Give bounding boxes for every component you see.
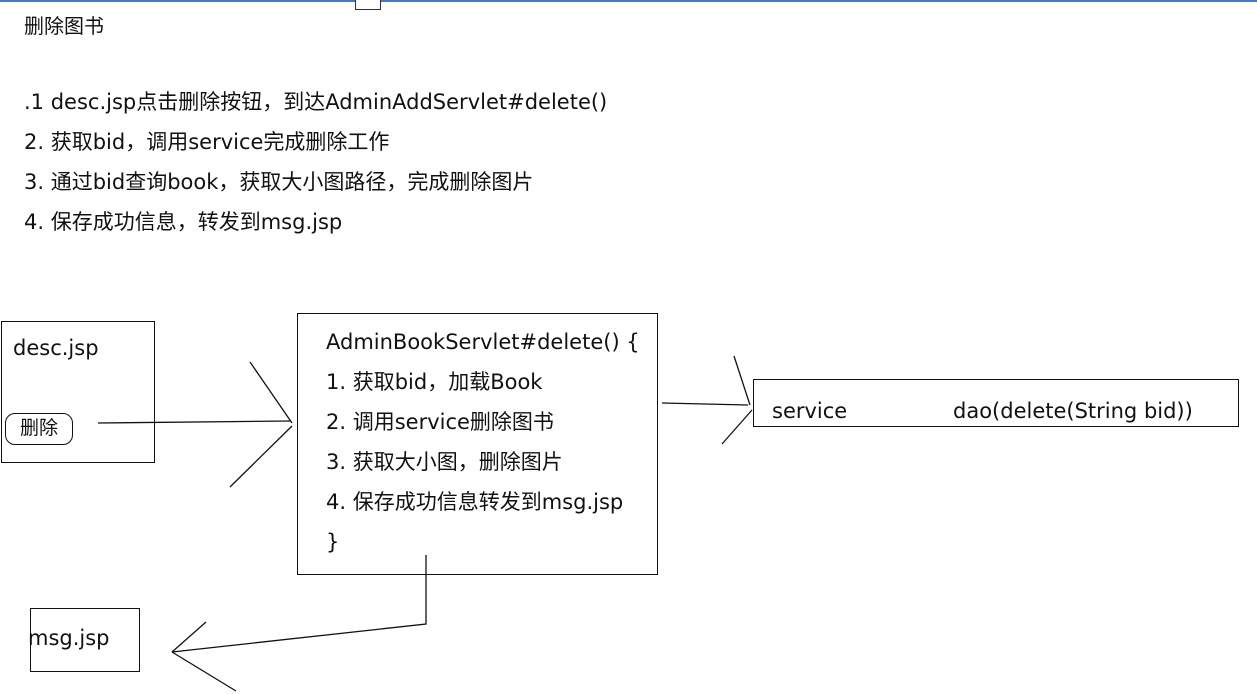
desc-jsp-box — [1, 321, 155, 463]
service-label: service — [772, 399, 848, 423]
admin-book-servlet-box — [297, 313, 658, 575]
arrow-servlet-to-service-head-lower — [721, 409, 753, 445]
arrow-desc-to-servlet-head-lower — [229, 425, 293, 488]
arrow-servlet-to-service-shaft — [661, 402, 749, 406]
arrow-servlet-to-msg-head-upper — [171, 621, 207, 653]
step-1: .1 desc.jsp点击删除按钮，到达AdminAddServlet#dele… — [24, 90, 608, 114]
arrow-servlet-to-service-head-upper — [733, 355, 751, 406]
servlet-code-lines: AdminBookServlet#delete() { 1. 获取bid，加载B… — [326, 326, 640, 566]
dao-label: dao(delete(String bid)) — [953, 399, 1193, 423]
steps-list: .1 desc.jsp点击删除按钮，到达AdminAddServlet#dele… — [24, 86, 607, 246]
msg-jsp-label: msg.jsp — [28, 626, 110, 650]
servlet-line-4: 4. 保存成功信息转发到msg.jsp — [326, 490, 624, 514]
servlet-line-1: 1. 获取bid，加载Book — [326, 370, 543, 394]
window-top-tab — [355, 0, 381, 10]
servlet-line-close: } — [326, 530, 340, 554]
servlet-line-signature: AdminBookServlet#delete() { — [326, 330, 640, 354]
arrow-desc-to-servlet-head-upper — [249, 361, 293, 424]
msg-jsp-box — [30, 608, 140, 672]
arrow-servlet-to-msg-head-lower — [171, 651, 237, 692]
servlet-line-2: 2. 调用service删除图书 — [326, 410, 554, 434]
step-4: 4. 保存成功信息，转发到msg.jsp — [24, 210, 343, 234]
window-top-border — [0, 0, 1257, 2]
page-title: 删除图书 — [24, 14, 104, 38]
desc-jsp-label: desc.jsp — [13, 336, 99, 360]
step-2: 2. 获取bid，调用service完成删除工作 — [24, 130, 390, 154]
step-3: 3. 通过bid查询book，获取大小图路径，完成删除图片 — [24, 170, 534, 194]
servlet-line-3: 3. 获取大小图，删除图片 — [326, 450, 563, 474]
service-dao-box — [753, 379, 1239, 427]
delete-button[interactable]: 删除 — [5, 413, 73, 445]
